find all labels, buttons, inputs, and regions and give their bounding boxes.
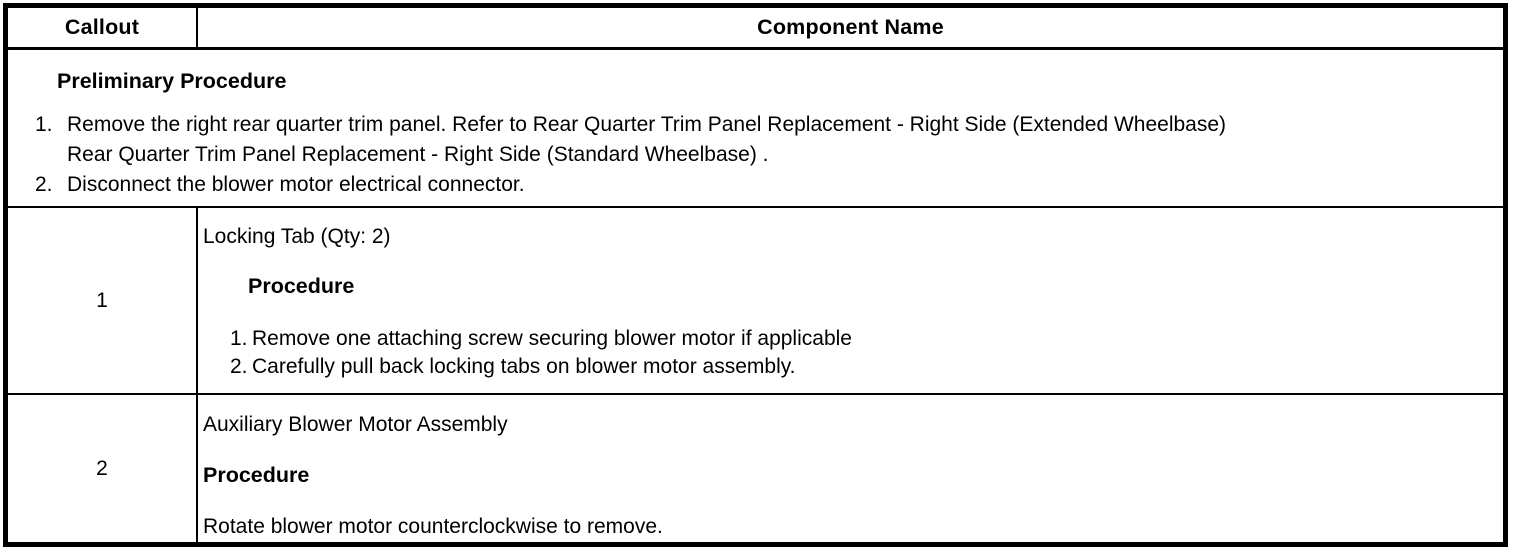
preliminary-step-1: 1. Remove the right rear quarter trim pa… [35, 110, 1503, 170]
step-number: 1. [35, 113, 53, 136]
callout-number: 1 [8, 208, 198, 393]
callout-number: 2 [8, 395, 198, 542]
step-text: Remove the right rear quarter trim panel… [67, 113, 1227, 166]
preliminary-step-2: 2. Disconnect the blower motor electrica… [35, 170, 1503, 200]
table-row-callout-2: 2 Auxiliary Blower Motor Assembly Proced… [8, 395, 1503, 542]
procedure-step-2: 2. Carefully pull back locking tabs on b… [230, 353, 1491, 381]
table-row-callout-1: 1 Locking Tab (Qty: 2) Procedure 1. Remo… [8, 208, 1503, 395]
preliminary-steps-list: 1. Remove the right rear quarter trim pa… [35, 110, 1503, 200]
component-callout-table: Callout Component Name Preliminary Proce… [3, 3, 1508, 547]
procedure-step-1: 1. Remove one attaching screw securing b… [230, 325, 1491, 353]
component-name: Auxiliary Blower Motor Assembly [203, 413, 508, 436]
step-number: 2. [35, 173, 53, 196]
header-component-name: Component Name [757, 15, 944, 39]
preliminary-procedure-section: Preliminary Procedure 1. Remove the righ… [8, 50, 1503, 208]
procedure-steps-list: 1. Remove one attaching screw securing b… [230, 325, 1491, 381]
step-text: Carefully pull back locking tabs on blow… [252, 355, 796, 378]
step-number: 1. [230, 327, 248, 350]
step-text: Disconnect the blower motor electrical c… [67, 173, 525, 196]
procedure-text: Rotate blower motor counterclockwise to … [203, 515, 663, 538]
component-cell: Locking Tab (Qty: 2) Procedure 1. Remove… [198, 208, 1503, 393]
header-callout: Callout [8, 8, 198, 47]
procedure-label: Procedure [248, 274, 355, 298]
table-header-row: Callout Component Name [8, 8, 1503, 50]
step-text: Remove one attaching screw securing blow… [252, 327, 852, 350]
component-cell: Auxiliary Blower Motor Assembly Procedur… [198, 395, 1503, 542]
step-number: 2. [230, 355, 248, 378]
preliminary-procedure-title: Preliminary Procedure [57, 69, 287, 93]
procedure-label: Procedure [203, 463, 310, 487]
component-name: Locking Tab (Qty: 2) [203, 225, 391, 248]
